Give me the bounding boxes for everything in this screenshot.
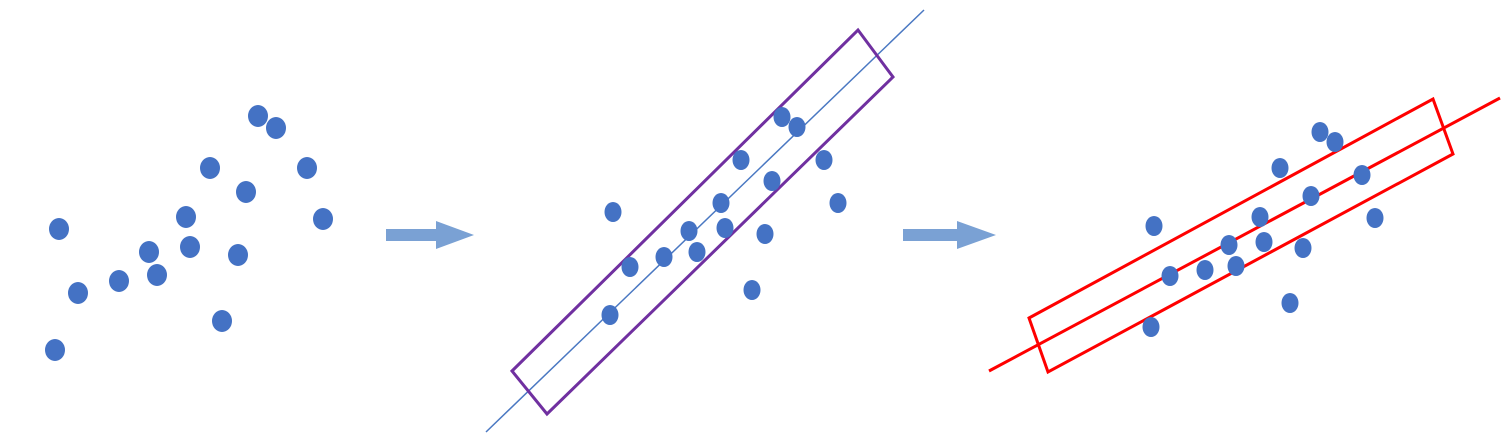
data-point: [601, 305, 619, 325]
data-point: [266, 117, 286, 139]
panel-fitted-band-1: [485, 9, 925, 433]
data-point: [45, 339, 65, 361]
data-point: [716, 218, 734, 238]
data-point: [248, 105, 268, 127]
data-point: [200, 157, 220, 179]
data-point: [109, 270, 129, 292]
data-point: [815, 150, 833, 170]
data-point: [829, 193, 847, 213]
fit-line: [988, 96, 1501, 373]
data-point: [732, 150, 750, 170]
data-point: [1271, 158, 1289, 178]
fit-band: [509, 27, 895, 417]
data-point: [1311, 122, 1329, 142]
raw-points-group: [45, 105, 333, 361]
data-point: [1142, 317, 1160, 337]
data-point: [688, 242, 706, 262]
data-point: [313, 208, 333, 230]
data-point: [756, 224, 774, 244]
data-point: [712, 193, 730, 213]
data-point: [1281, 293, 1299, 313]
data-point: [743, 280, 761, 300]
data-point: [49, 218, 69, 240]
data-point: [228, 244, 248, 266]
data-point: [621, 257, 639, 277]
data-point: [176, 206, 196, 228]
data-point: [1353, 165, 1371, 185]
fit-band: [1027, 96, 1455, 375]
data-point: [1294, 238, 1312, 258]
data-point: [763, 171, 781, 191]
data-point: [147, 264, 167, 286]
data-point: [788, 117, 806, 137]
data-point: [1145, 216, 1163, 236]
data-point: [1366, 208, 1384, 228]
data-point: [1196, 260, 1214, 280]
panel-fitted-band-2: [988, 96, 1501, 375]
fit-line: [485, 9, 925, 433]
data-point: [212, 310, 232, 332]
data-point: [1326, 132, 1344, 152]
data-point: [1255, 232, 1273, 252]
data-point: [655, 247, 673, 267]
data-point: [1161, 266, 1179, 286]
right-arrow-icon: [386, 221, 474, 249]
panel-raw-points: [45, 105, 333, 361]
data-point: [1251, 207, 1269, 227]
right-arrow-icon: [903, 221, 996, 249]
data-point: [236, 181, 256, 203]
data-point: [1302, 186, 1320, 206]
data-point: [68, 282, 88, 304]
data-point: [139, 241, 159, 263]
band1-points-group: [601, 107, 847, 325]
data-point: [773, 107, 791, 127]
data-point: [680, 221, 698, 241]
data-point: [180, 236, 200, 258]
data-point: [297, 157, 317, 179]
data-point: [604, 202, 622, 222]
band2-points-group: [1142, 122, 1384, 337]
data-point: [1227, 256, 1245, 276]
data-point: [1220, 235, 1238, 255]
